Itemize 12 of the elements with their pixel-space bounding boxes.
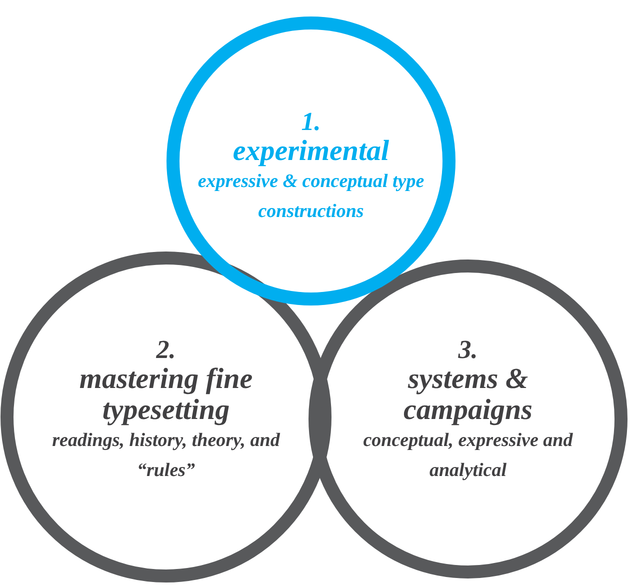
section-title: systems & campaigns	[402, 364, 534, 426]
section-number: 2.	[156, 336, 176, 364]
venn-circle	[308, 259, 628, 579]
section-description: conceptual, expressive and analytical	[362, 429, 574, 483]
venn-circle	[0, 251, 332, 583]
venn-circle	[166, 16, 456, 306]
section-title: mastering fine typesetting	[78, 364, 254, 426]
section-title: experimental	[232, 136, 390, 167]
section-number: 3.	[458, 336, 478, 364]
section-description: expressive & conceptual type constructions	[196, 170, 426, 224]
section-description: readings, history, theory, and “rules”	[51, 429, 281, 483]
section-number: 1.	[301, 108, 321, 136]
